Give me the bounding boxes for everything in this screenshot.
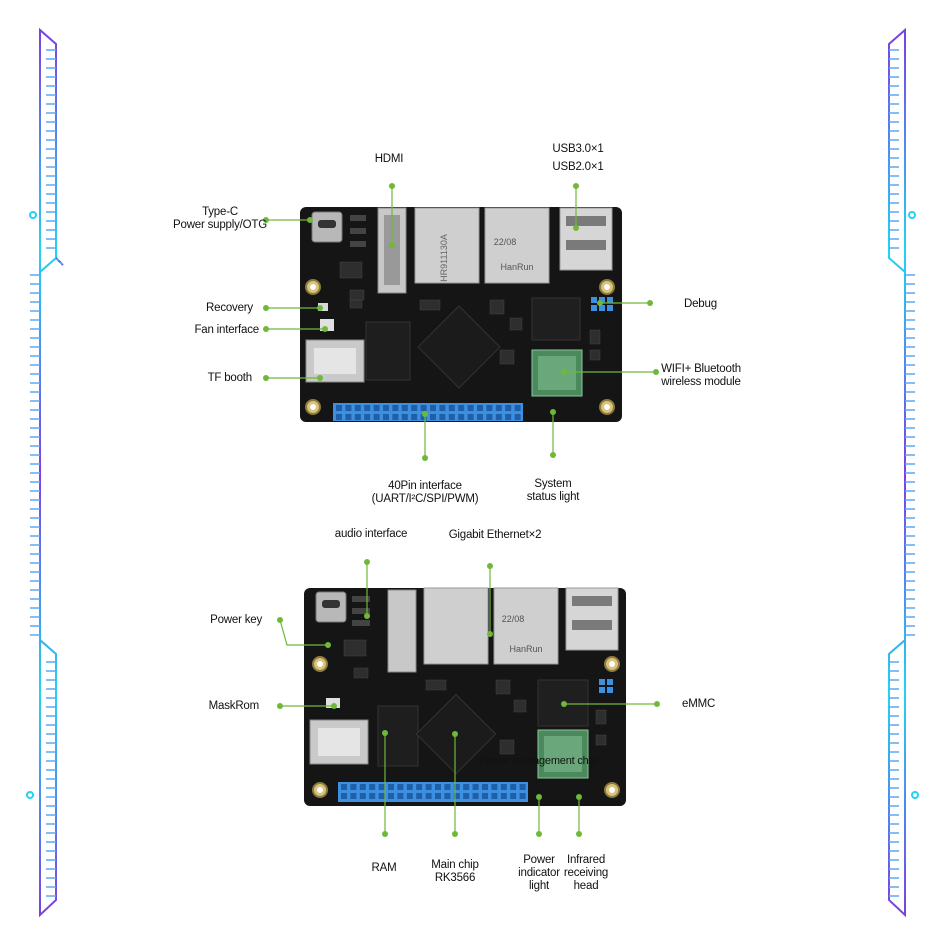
recovery-button xyxy=(318,303,328,311)
label-wifi-1: WIFI+ Bluetooth xyxy=(661,363,741,375)
label-gigabit-ethernet: Gigabit Ethernet×2 xyxy=(448,529,542,541)
label-emmc: eMMC xyxy=(682,698,716,710)
label-ir-1: Infrared xyxy=(566,854,606,866)
svg-text:22/08: 22/08 xyxy=(494,237,517,247)
ethernet-port-1 xyxy=(414,207,480,284)
label-typec-1: Type-C xyxy=(202,206,238,218)
label-wifi-2: wireless module xyxy=(661,376,741,388)
debug-header xyxy=(591,297,613,311)
label-audio-interface: audio interface xyxy=(334,528,408,540)
label-pmic: Power management chip xyxy=(479,755,597,767)
label-40pin-2: (UART/I²C/SPI/PWM) xyxy=(371,493,479,505)
label-status-2: status light xyxy=(526,491,580,503)
top-ram-chip xyxy=(365,321,411,381)
label-typec-2: Power supply/OTG xyxy=(173,219,267,231)
svg-text:22/08: 22/08 xyxy=(502,614,525,624)
label-tf-booth: TF booth xyxy=(207,372,253,384)
top-soc xyxy=(417,305,501,389)
svg-text:HanRun: HanRun xyxy=(509,644,542,654)
label-usb2: USB2.0×1 xyxy=(552,161,604,173)
ethernet-port-2 xyxy=(484,207,550,284)
svg-text:HanRun: HanRun xyxy=(500,262,533,272)
label-power-light-2: indicator xyxy=(518,867,560,879)
top-40pin-header xyxy=(333,403,523,421)
bottom-mounting-holes xyxy=(312,656,620,798)
label-maskrom: MaskRom xyxy=(208,700,260,712)
right-frame-ticks xyxy=(889,49,915,897)
label-debug: Debug xyxy=(684,298,717,310)
label-power-key: Power key xyxy=(210,614,262,626)
label-fan-interface: Fan interface xyxy=(194,324,259,336)
label-ir-3: head xyxy=(573,880,599,892)
label-main-chip-1: Main chip xyxy=(431,859,479,871)
bottom-hdmi-port xyxy=(387,589,417,673)
maskrom-button xyxy=(326,698,340,708)
label-hdmi: HDMI xyxy=(374,153,404,165)
label-main-chip-2: RK3566 xyxy=(434,872,476,884)
left-frame-ticks xyxy=(30,49,56,897)
label-recovery: Recovery xyxy=(206,302,253,314)
pointer-dots xyxy=(263,183,660,837)
bottom-ethernet-port-2 xyxy=(493,587,559,665)
label-ir-2: receiving xyxy=(563,867,609,879)
top-emmc xyxy=(531,297,581,341)
label-ram: RAM xyxy=(371,862,397,874)
label-status-1: System xyxy=(534,478,572,490)
label-power-light-3: light xyxy=(528,880,550,892)
eth1-text: HR911130A xyxy=(439,234,449,282)
bottom-ethernet-port-1 xyxy=(423,587,489,665)
label-power-light-1: Power xyxy=(523,854,555,866)
label-usb3: USB3.0×1 xyxy=(552,143,604,155)
label-40pin-1: 40Pin interface xyxy=(388,480,462,492)
